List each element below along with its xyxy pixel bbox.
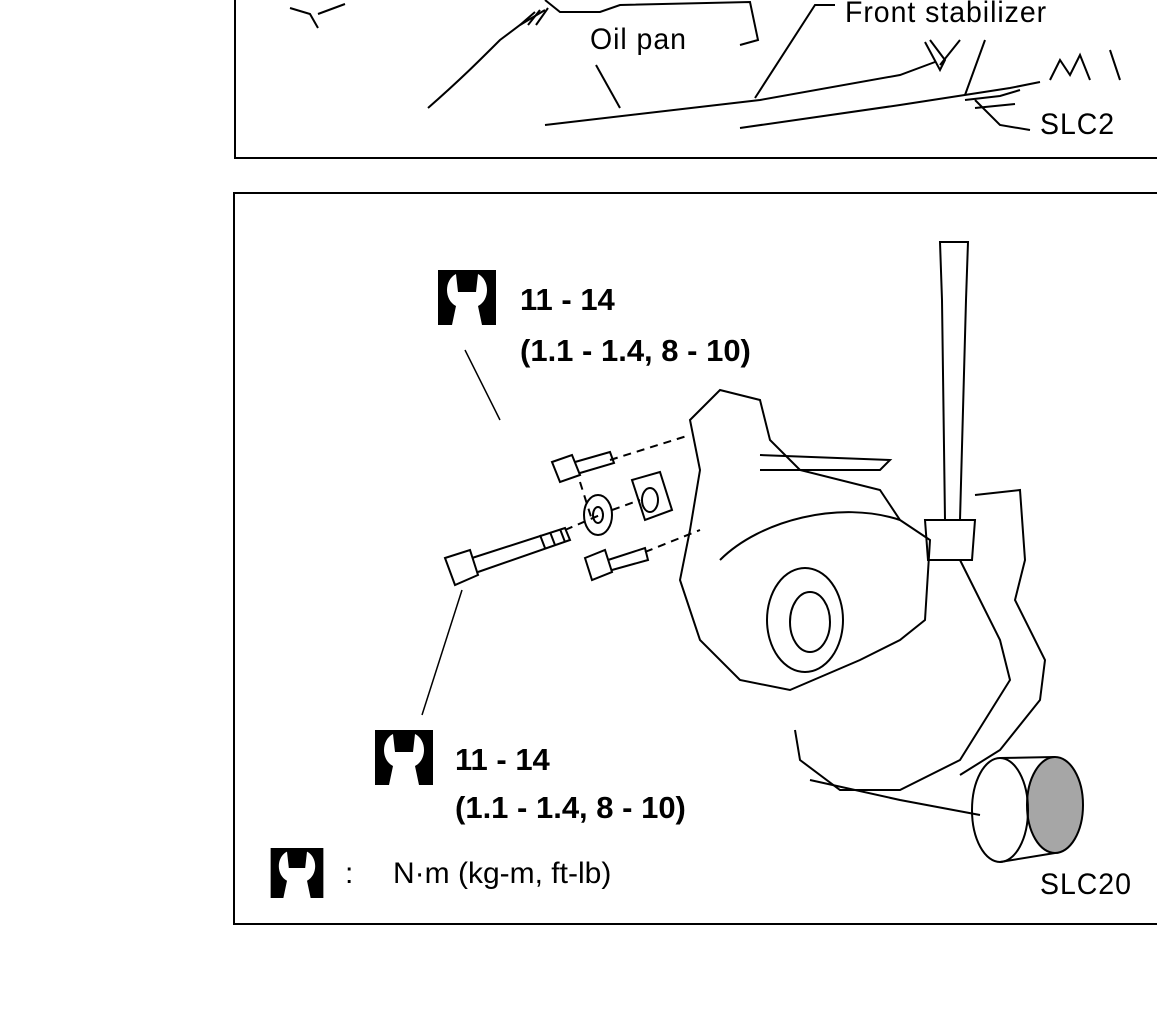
- bottom-figure-panel: [233, 192, 1157, 925]
- figure-code-bottom: SLC20: [1040, 868, 1132, 901]
- front-stabilizer-label: Front stabilizer: [845, 0, 1048, 29]
- torque-lower-alt: (1.1 - 1.4, 8 - 10): [455, 790, 686, 825]
- short-bolt-lower: [583, 546, 650, 582]
- short-bolt-upper: [550, 450, 616, 484]
- top-figure-panel: [234, 0, 1157, 159]
- torque-wrench-icon: [375, 730, 433, 785]
- oil-pump-drawing: [421, 241, 1084, 863]
- oil-pan-label: Oil pan: [590, 23, 687, 56]
- torque-upper-alt: (1.1 - 1.4, 8 - 10): [520, 333, 751, 368]
- torque-wrench-icon: [270, 848, 324, 898]
- torque-lower-value: 11 - 14: [455, 742, 550, 777]
- figure-code-top: SLC2: [1040, 108, 1116, 141]
- legend-separator: :: [345, 857, 354, 890]
- legend-units: N·m (kg-m, ft-lb): [393, 857, 612, 890]
- long-bolt: [443, 526, 572, 587]
- washer: [583, 494, 613, 536]
- oil-pan-stabilizer-drawing: [289, 0, 1121, 131]
- torque-wrench-icon: [438, 270, 496, 325]
- torque-upper-value: 11 - 14: [520, 282, 615, 317]
